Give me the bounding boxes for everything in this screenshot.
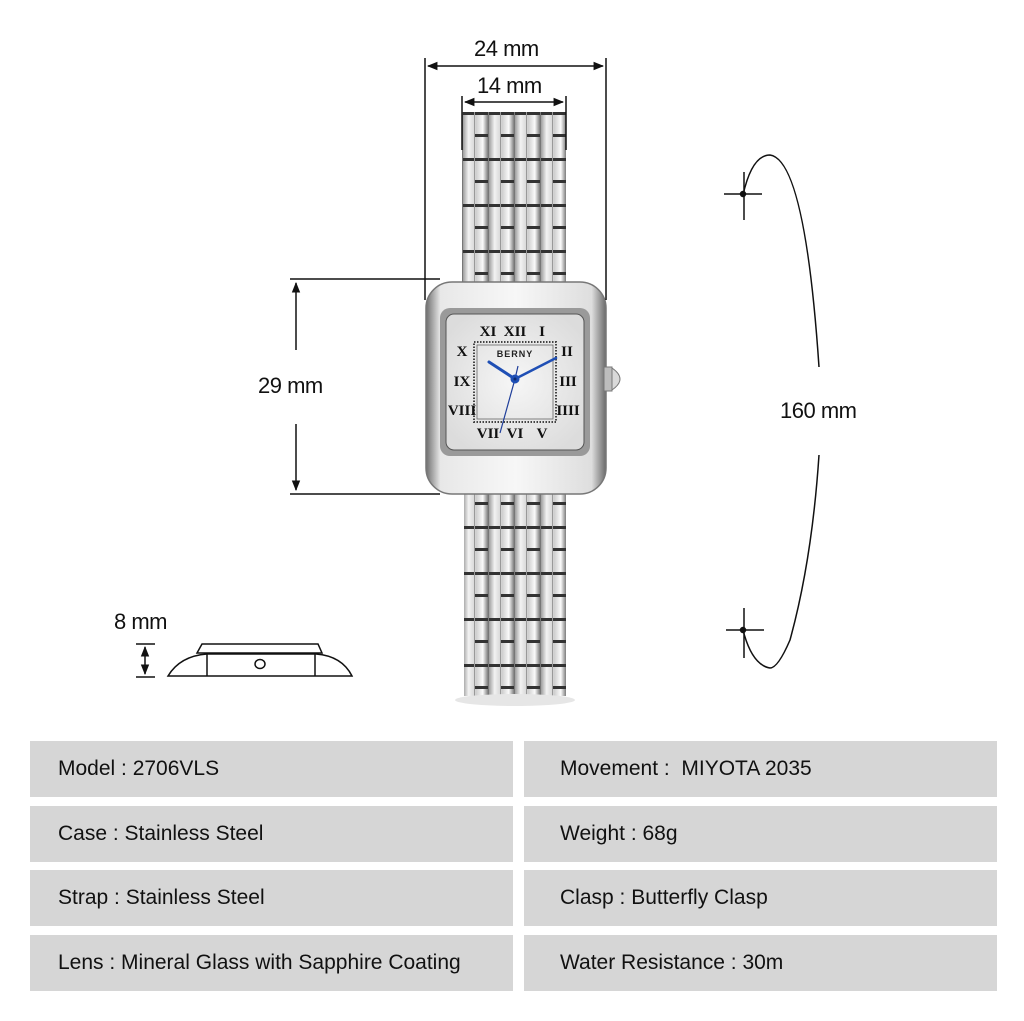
case-width-label: 24 mm: [474, 36, 539, 61]
case-height-label: 29 mm: [258, 373, 323, 398]
spec-lens: Lens : Mineral Glass with Sapphire Coati…: [30, 935, 513, 991]
spec-text: Water Resistance : 30m: [560, 951, 784, 974]
bracelet-upper: [462, 112, 566, 290]
crown-icon: [603, 366, 621, 392]
svg-text:V: V: [537, 426, 548, 442]
crosshair-top-icon: [724, 172, 762, 220]
spec-clasp: Clasp : Butterfly Clasp: [524, 870, 997, 926]
svg-text:III: III: [559, 374, 577, 390]
lug-width-label: 14 mm: [477, 73, 542, 98]
spec-text: Weight : 68g: [560, 822, 678, 845]
crosshair-bottom-icon: [726, 608, 764, 658]
watch-hands: [487, 356, 558, 434]
spec-text: Model : 2706VLS: [58, 757, 220, 780]
thickness-label: 8 mm: [114, 609, 168, 634]
svg-text:IIII: IIII: [556, 403, 580, 419]
spec-text: Clasp : Butterfly Clasp: [560, 886, 768, 909]
svg-text:I: I: [539, 324, 545, 340]
case-side-profile: [166, 643, 354, 677]
svg-text:XII: XII: [504, 324, 527, 340]
bracelet-lower: [455, 488, 575, 706]
strap-length-label: 160 mm: [780, 398, 857, 423]
svg-text:VI: VI: [507, 426, 524, 442]
spec-text: Lens : Mineral Glass with Sapphire Coati…: [58, 951, 461, 974]
spec-weight: Weight : 68g: [524, 806, 997, 862]
dial-numerals: XI XII I II III IIII V VI VII VIII IX X: [448, 324, 580, 442]
svg-text:X: X: [457, 344, 468, 360]
svg-text:VIII: VIII: [448, 403, 477, 419]
spec-strap: Strap : Stainless Steel: [30, 870, 513, 926]
spec-water-resistance: Water Resistance : 30m: [524, 935, 997, 991]
svg-text:XI: XI: [480, 324, 497, 340]
spec-text: Strap : Stainless Steel: [58, 886, 265, 909]
case-height-dimension: [290, 278, 440, 495]
case-width-dimension: [424, 58, 607, 300]
thickness-dimension: [136, 643, 155, 678]
spec-text: Movement : MIYOTA 2035: [560, 757, 812, 780]
spec-text: Case : Stainless Steel: [58, 822, 264, 845]
dial-brand-logo: BERNY: [497, 349, 534, 359]
spec-model: Model : 2706VLS: [30, 741, 513, 797]
svg-text:II: II: [561, 344, 573, 360]
lug-width-dimension: [461, 96, 567, 150]
svg-text:VII: VII: [477, 426, 500, 442]
svg-text:IX: IX: [454, 374, 471, 390]
spec-movement: Movement : MIYOTA 2035: [524, 741, 997, 797]
strap-length-dimension: [724, 154, 820, 669]
spec-case: Case : Stainless Steel: [30, 806, 513, 862]
